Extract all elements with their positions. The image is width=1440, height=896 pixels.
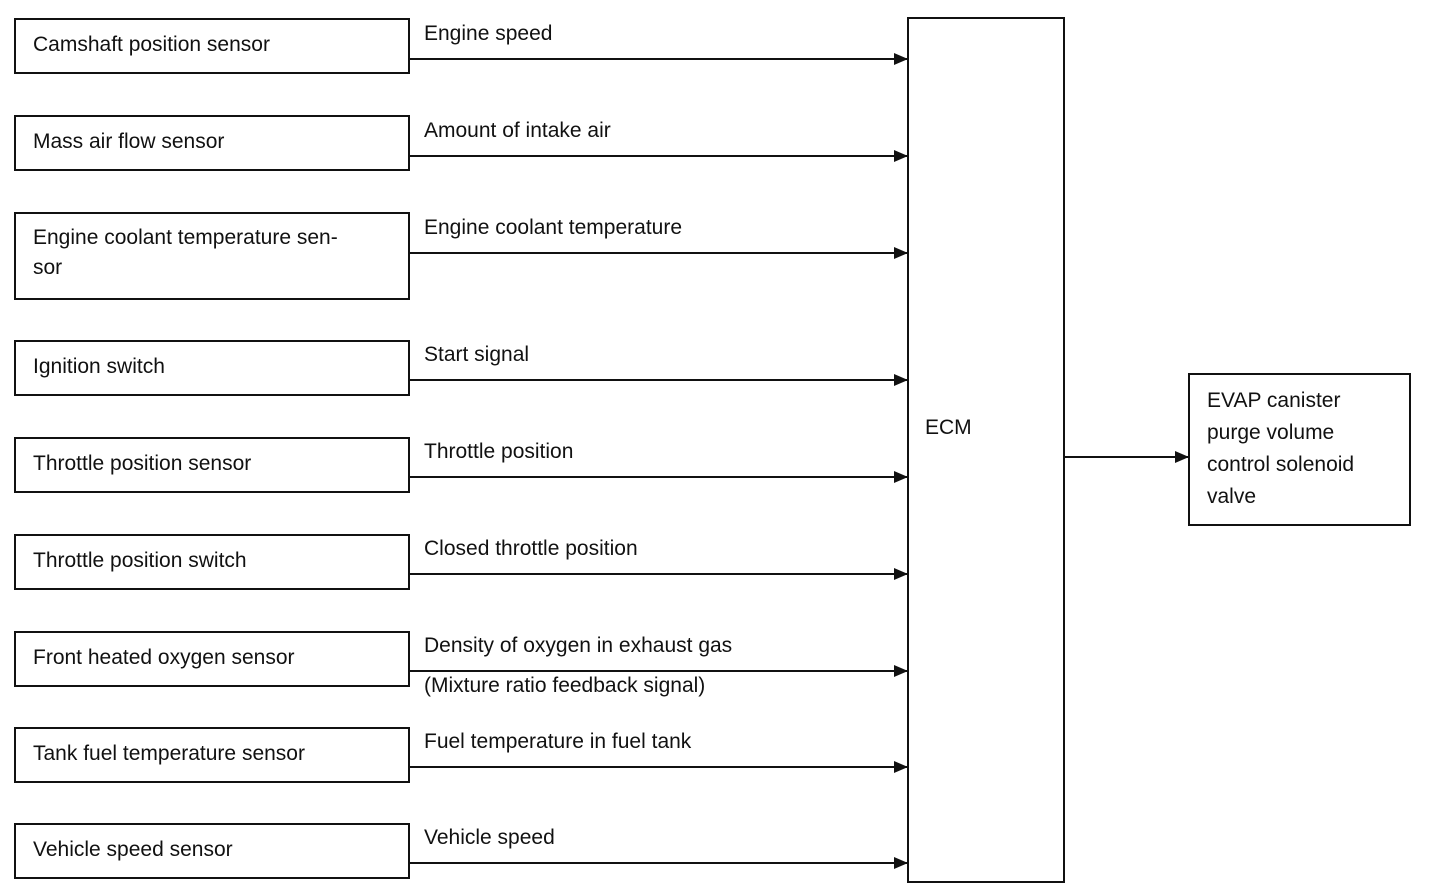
sensor-label: Front heated oxygen sensor <box>33 646 295 669</box>
signal-label-intake-air: Amount of intake air <box>424 119 611 142</box>
throttle-position-sensor-box: Throttle position sensor <box>14 437 410 493</box>
engine-coolant-temperature-sensor-box: Engine coolant temperature sen- sor <box>14 212 410 300</box>
signal-label-engine-speed: Engine speed <box>424 22 553 45</box>
sensor-label: Throttle position switch <box>33 549 247 572</box>
sensor-label-line: Engine coolant temperature sen- <box>33 226 338 249</box>
signal-label-vehicle-speed: Vehicle speed <box>424 826 555 849</box>
sensor-label: Tank fuel temperature sensor <box>33 742 305 765</box>
sensor-label: Ignition switch <box>33 355 165 378</box>
camshaft-position-sensor-box: Camshaft position sensor <box>14 18 410 74</box>
output-label-line: valve <box>1207 485 1257 508</box>
sensor-label: Camshaft position sensor <box>33 33 270 56</box>
sensor-label: Mass air flow sensor <box>33 130 225 153</box>
output-label-line: EVAP canister <box>1207 389 1341 412</box>
front-heated-oxygen-sensor-box: Front heated oxygen sensor <box>14 631 410 687</box>
ignition-switch-box: Ignition switch <box>14 340 410 396</box>
output-label-line: control solenoid <box>1207 453 1355 476</box>
signal-label-mixture-ratio-note: (Mixture ratio feedback signal) <box>424 674 706 697</box>
signal-label-fuel-temperature: Fuel temperature in fuel tank <box>424 730 692 753</box>
evap-canister-purge-valve-box: EVAP canister purge volume control solen… <box>1188 373 1411 526</box>
signal-label-closed-throttle: Closed throttle position <box>424 537 638 560</box>
mass-air-flow-sensor-box: Mass air flow sensor <box>14 115 410 171</box>
output-label-line: purge volume <box>1207 421 1335 444</box>
signal-label-coolant-temperature: Engine coolant temperature <box>424 216 682 239</box>
ecm-box: ECM <box>907 17 1065 883</box>
vehicle-speed-sensor-box: Vehicle speed sensor <box>14 823 410 879</box>
sensor-label: Throttle position sensor <box>33 452 252 475</box>
signal-label-throttle-position: Throttle position <box>424 440 574 463</box>
throttle-position-switch-box: Throttle position switch <box>14 534 410 590</box>
sensor-label: Vehicle speed sensor <box>33 838 233 861</box>
signal-label-start-signal: Start signal <box>424 343 530 366</box>
signal-label-oxygen-density: Density of oxygen in exhaust gas <box>424 634 733 657</box>
ecm-label: ECM <box>925 416 972 439</box>
sensor-label-line: sor <box>33 256 63 279</box>
tank-fuel-temperature-sensor-box: Tank fuel temperature sensor <box>14 727 410 783</box>
